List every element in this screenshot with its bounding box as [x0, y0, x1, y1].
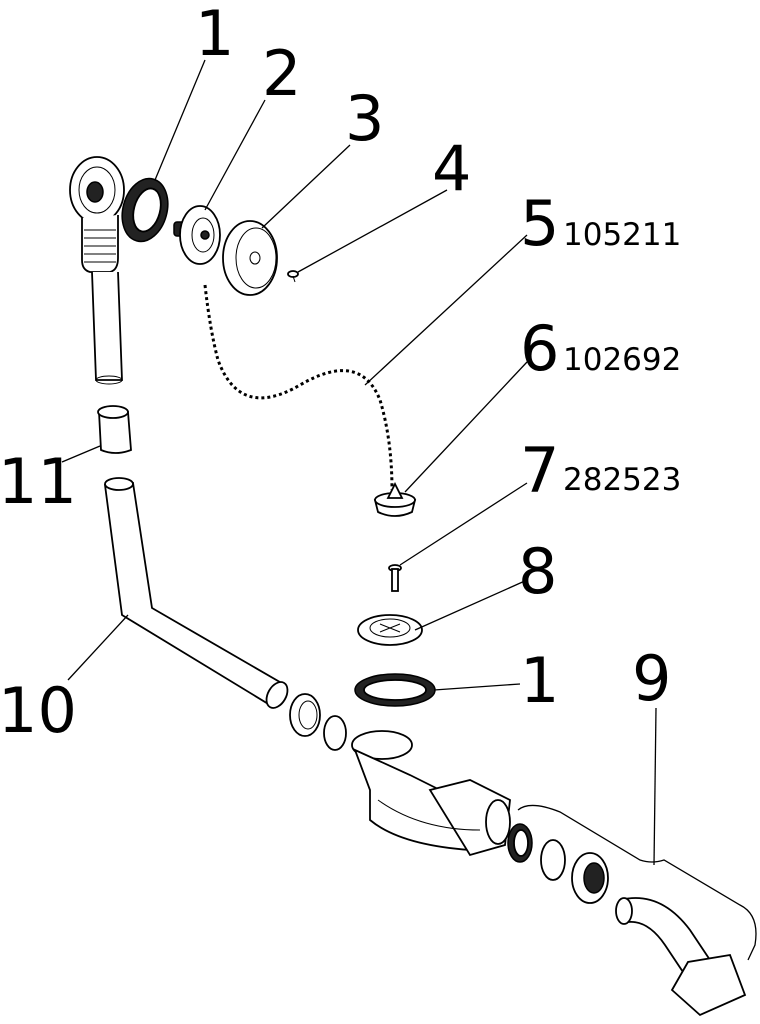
seal-ring-right-1-inner [513, 829, 529, 857]
callout-1-bottom: 1 [520, 644, 559, 717]
gasket-bottom [354, 673, 436, 707]
overflow-mechanism [173, 205, 221, 265]
overflow-cover [222, 220, 278, 296]
outlet-group-bracket [517, 804, 757, 961]
callout-6: 6 [520, 312, 559, 385]
callout-10: 10 [0, 674, 77, 747]
callout-7-code: 282523 [563, 462, 681, 498]
seal-ring-right-2 [540, 839, 566, 881]
chain [203, 284, 394, 491]
plug [373, 481, 417, 517]
callout-2: 2 [262, 37, 301, 110]
leader-lines [61, 59, 657, 866]
bolt [388, 564, 402, 592]
gasket-top [121, 177, 169, 243]
callout-6-code: 102692 [563, 342, 681, 378]
trap-body [351, 730, 511, 857]
callout-8: 8 [518, 535, 557, 608]
callout-9: 9 [632, 642, 671, 715]
sleeve [97, 405, 132, 454]
overflow-pipe [69, 156, 125, 385]
union-nut-right [571, 852, 609, 904]
outlet-elbow [615, 897, 747, 1017]
callout-5-code: 105211 [563, 217, 681, 253]
callout-7: 7 [520, 434, 559, 507]
screw [287, 270, 299, 283]
bent-pipe [103, 477, 289, 709]
callout-1-top: 1 [195, 0, 234, 70]
callout-11: 11 [0, 445, 77, 518]
callout-5: 5 [520, 187, 559, 260]
seal-ring-left [323, 715, 347, 751]
callout-3: 3 [345, 82, 384, 155]
strainer [357, 614, 423, 646]
callout-4: 4 [432, 132, 471, 205]
union-nut-left [289, 693, 321, 737]
